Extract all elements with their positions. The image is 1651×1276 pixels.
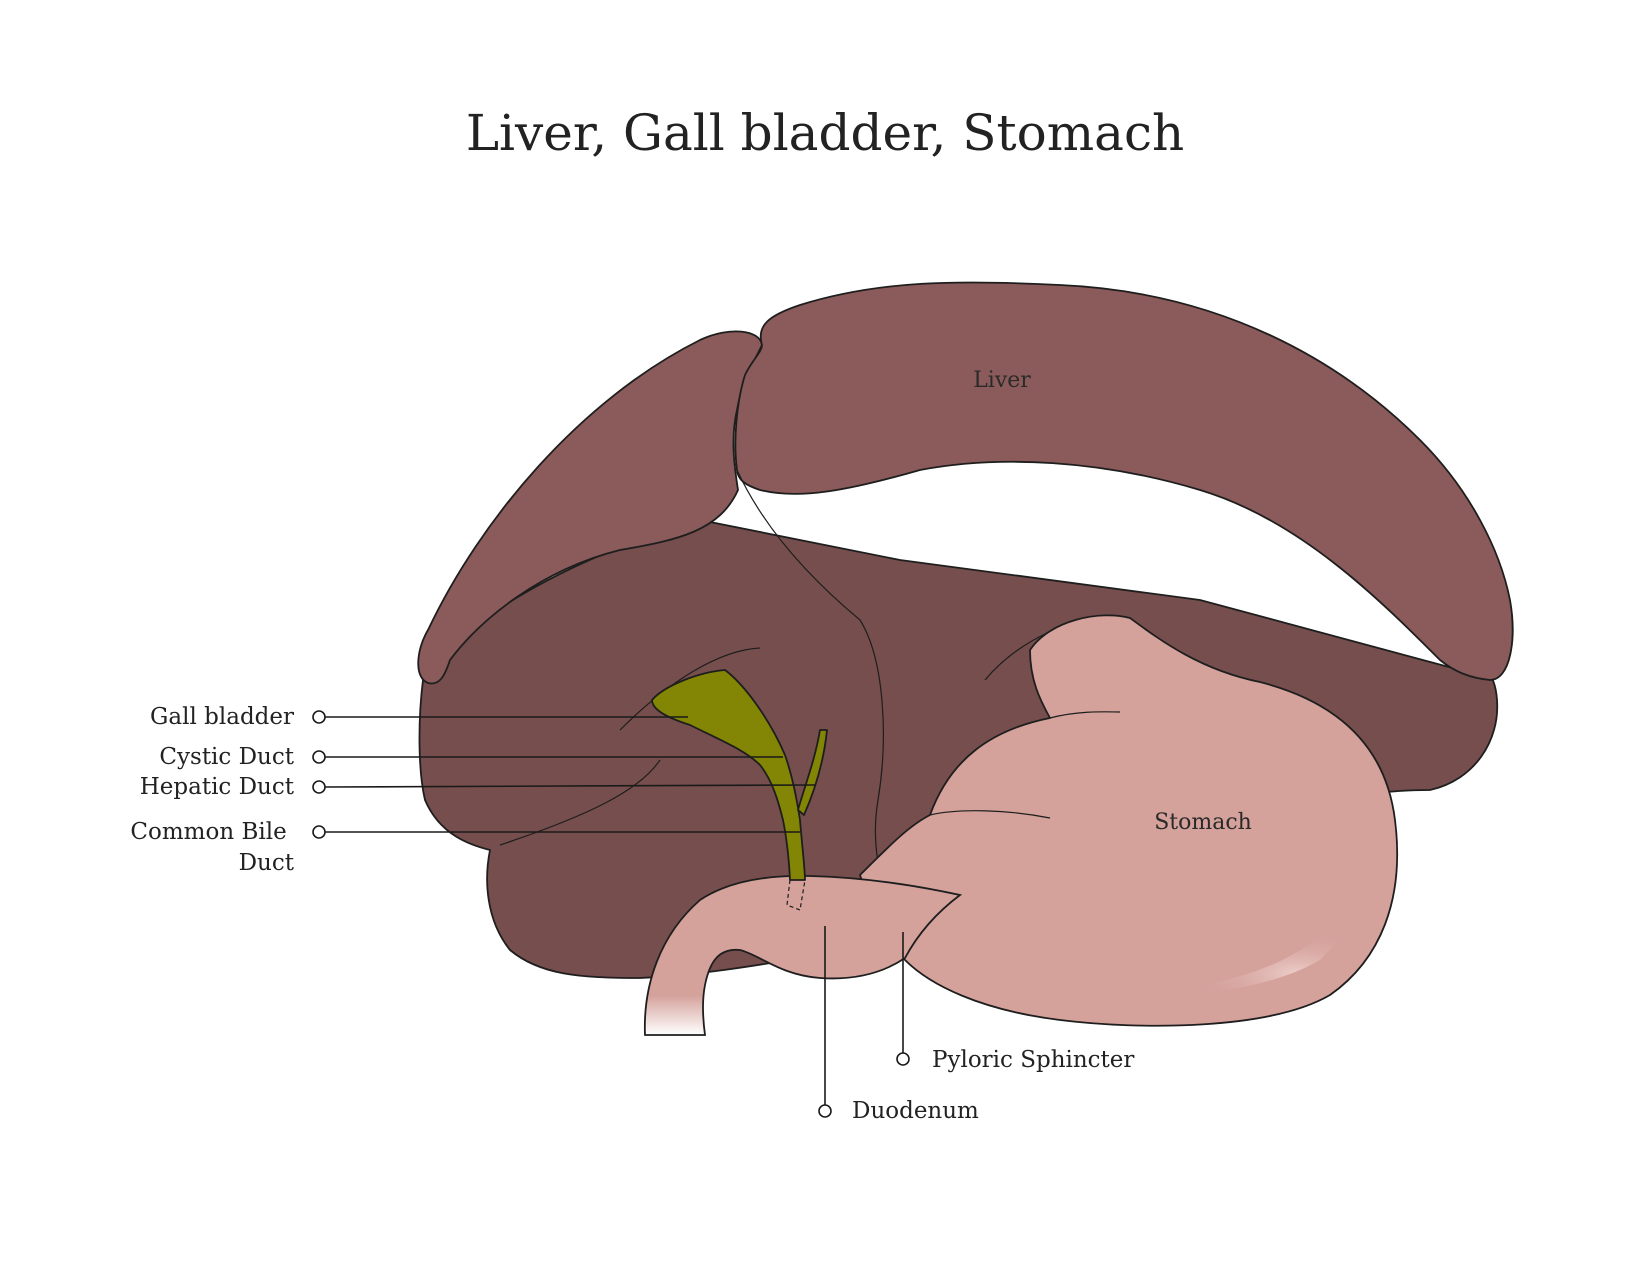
common-bile-duct-label-line1: Common Bile xyxy=(130,819,286,845)
callouts: Gall bladder Cystic Duct Hepatic Duct Co… xyxy=(130,704,1134,1124)
stomach-body xyxy=(859,614,1399,1027)
stomach-fold-line xyxy=(1049,711,1121,719)
pyloric-sphincter-label: Pyloric Sphincter xyxy=(932,1047,1134,1073)
callout-cystic-duct: Cystic Duct xyxy=(159,744,783,770)
liver-label: Liver xyxy=(973,368,1031,393)
callout-anchor-dot xyxy=(312,825,326,839)
callout-hepatic-duct: Hepatic Duct xyxy=(140,774,816,800)
duodenum xyxy=(643,874,963,1036)
liver-fold-line xyxy=(619,647,761,731)
biliary-tree xyxy=(651,669,828,911)
callout-anchor-dot xyxy=(312,710,326,724)
common-bile-duct-label-line2: Duct xyxy=(239,850,295,876)
callout-anchor-dot xyxy=(896,1052,910,1066)
callout-anchor-dot xyxy=(312,780,326,794)
stomach-sheen xyxy=(1050,870,1368,997)
callout-gall-bladder: Gall bladder xyxy=(150,704,688,730)
callout-duodenum: Duodenum xyxy=(818,926,979,1124)
liver-right-lobe xyxy=(734,281,1514,681)
callout-pyloric-sphincter: Pyloric Sphincter xyxy=(896,932,1134,1073)
hepatic-duct-label: Hepatic Duct xyxy=(140,774,295,800)
stomach-label: Stomach xyxy=(1154,810,1252,835)
diagram-title: Liver, Gall bladder, Stomach xyxy=(466,104,1184,162)
duodenum-label: Duodenum xyxy=(852,1098,979,1124)
liver-fold-line xyxy=(499,759,661,846)
stomach: Stomach xyxy=(859,614,1399,1027)
callout-anchor-dot xyxy=(312,750,326,764)
callout-anchor-dot xyxy=(818,1104,832,1118)
gall-bladder-shape xyxy=(651,669,806,881)
liver-fold-line xyxy=(736,469,884,881)
duodenum-tube xyxy=(643,874,963,1036)
cystic-duct-label: Cystic Duct xyxy=(159,744,294,770)
gall-bladder-label: Gall bladder xyxy=(150,704,294,730)
common-bile-duct-label: Common Bile Duct xyxy=(130,819,294,876)
liver: Liver xyxy=(417,281,1514,979)
callout-common-bile-duct: Common Bile Duct xyxy=(130,819,800,876)
leader-line xyxy=(324,784,816,788)
stomach-fold-line xyxy=(929,810,1051,819)
